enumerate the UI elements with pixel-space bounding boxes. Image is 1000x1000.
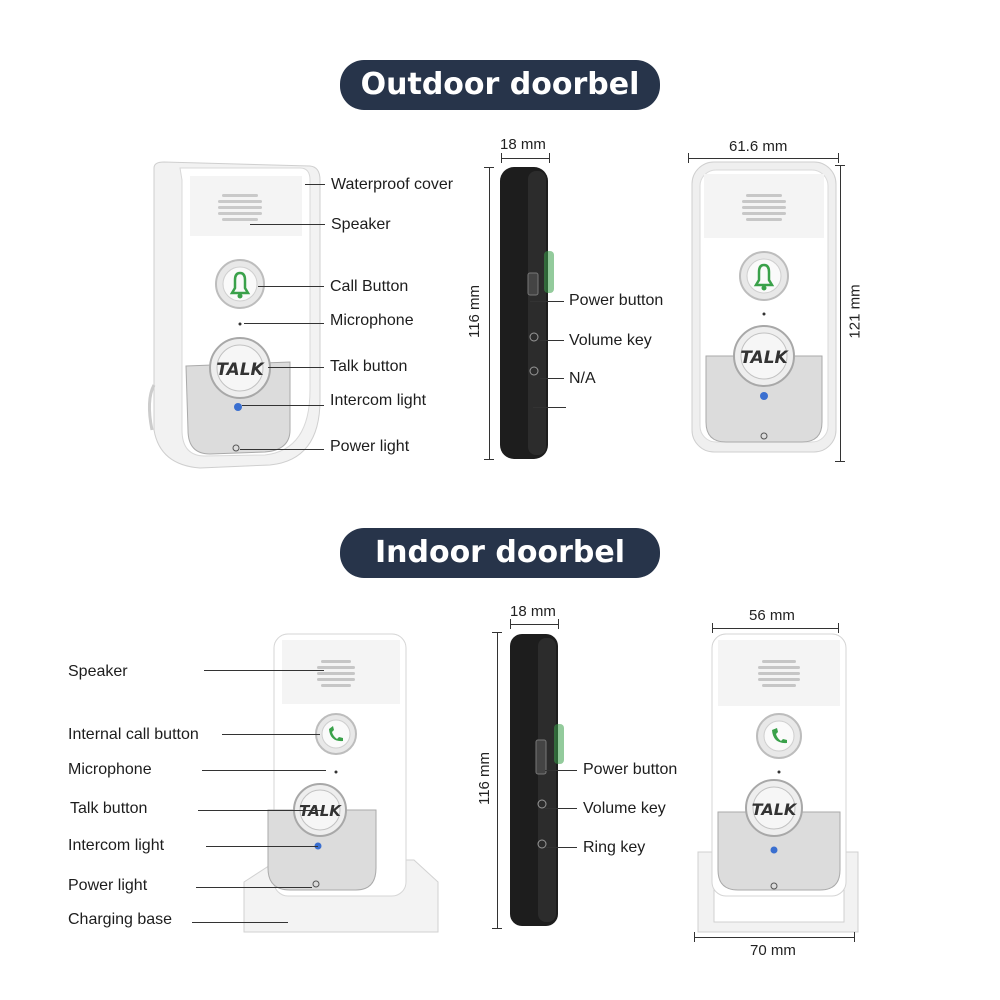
indoor-label-intercom: Intercom light xyxy=(68,837,165,854)
indoor-label-talk: Talk button xyxy=(70,800,148,817)
outdoor-thickness-dim: 18 mm xyxy=(500,136,546,153)
indoor-line-charging-base xyxy=(192,922,288,923)
outdoor-line-power-button xyxy=(530,301,564,302)
label-na: N/A xyxy=(569,370,596,387)
outdoor-line-na xyxy=(540,378,564,379)
label-power-button: Power button xyxy=(569,292,664,309)
indoor-height-line xyxy=(497,632,498,928)
indoor-thickness-dim: 18 mm xyxy=(510,603,556,620)
indoor-line-intercom xyxy=(206,846,318,847)
outdoor-width-line xyxy=(688,158,838,159)
outdoor-line-bottom xyxy=(533,407,566,408)
outdoor-line-speaker xyxy=(250,224,325,225)
indoor-width-dim: 56 mm xyxy=(749,607,795,624)
outdoor-thickness-line xyxy=(501,158,549,159)
outdoor-talk-text: TALK xyxy=(216,360,265,380)
outdoor-line-volume xyxy=(540,340,564,341)
outdoor-line-waterproof xyxy=(305,184,325,185)
indoor-device-perspective: TALK xyxy=(243,633,439,933)
outdoor-height-dim: 116 mm xyxy=(466,284,484,339)
indoor-line-microphone xyxy=(202,770,326,771)
label-waterproof-cover: Waterproof cover xyxy=(331,176,454,193)
indoor-device-front: TALK xyxy=(697,633,859,933)
outdoor-device-side xyxy=(500,167,554,459)
indoor-line-talk xyxy=(198,810,324,811)
outdoor-line-intercom xyxy=(242,405,324,406)
indoor-front-talk-text: TALK xyxy=(752,800,798,819)
outdoor-width-dim: 61.6 mm xyxy=(729,138,788,155)
indoor-label-power-button: Power button xyxy=(583,761,678,778)
indoor-label-microphone: Microphone xyxy=(68,761,152,778)
label-talk-button: Talk button xyxy=(330,358,408,375)
outdoor-title: Outdoor doorbel xyxy=(340,60,660,110)
indoor-label-speaker: Speaker xyxy=(68,663,128,680)
label-call-button: Call Button xyxy=(330,278,409,295)
outdoor-line-mic xyxy=(244,323,324,324)
outdoor-front-talk-text: TALK xyxy=(740,348,789,368)
indoor-talk-text: TALK xyxy=(299,802,342,820)
indoor-device-side xyxy=(510,634,564,926)
indoor-thickness-line xyxy=(510,624,558,625)
indoor-label-charging-base: Charging base xyxy=(68,911,173,928)
outdoor-line-call xyxy=(258,286,324,287)
indoor-label-internal-call: Internal call button xyxy=(68,726,199,743)
label-power-light: Power light xyxy=(330,438,410,455)
label-volume-key: Volume key xyxy=(569,332,652,349)
outdoor-front-height-line xyxy=(840,165,841,461)
label-speaker: Speaker xyxy=(331,216,391,233)
indoor-label-ring-key: Ring key xyxy=(583,839,646,856)
indoor-line-internal-call xyxy=(222,734,320,735)
indoor-base-width-line xyxy=(694,937,854,938)
label-microphone: Microphone xyxy=(330,312,414,329)
outdoor-line-power xyxy=(240,449,324,450)
indoor-width-line xyxy=(712,628,838,629)
outdoor-line-talk xyxy=(268,367,324,368)
indoor-line-volume xyxy=(545,808,577,809)
outdoor-front-height-dim: 121 mm xyxy=(846,284,864,339)
label-intercom-light: Intercom light xyxy=(330,392,427,409)
indoor-line-power-button xyxy=(545,770,577,771)
indoor-line-speaker xyxy=(204,670,324,671)
indoor-line-power-light xyxy=(196,887,312,888)
indoor-title: Indoor doorbel xyxy=(340,528,660,578)
outdoor-height-line xyxy=(489,167,490,459)
outdoor-device-perspective: TALK xyxy=(147,161,321,469)
indoor-height-dim: 116 mm xyxy=(476,751,494,806)
indoor-label-power-light: Power light xyxy=(68,877,148,894)
indoor-line-ring xyxy=(545,847,577,848)
outdoor-device-front: TALK xyxy=(691,161,837,453)
indoor-label-volume-key: Volume key xyxy=(583,800,666,817)
indoor-base-width-dim: 70 mm xyxy=(750,942,796,959)
